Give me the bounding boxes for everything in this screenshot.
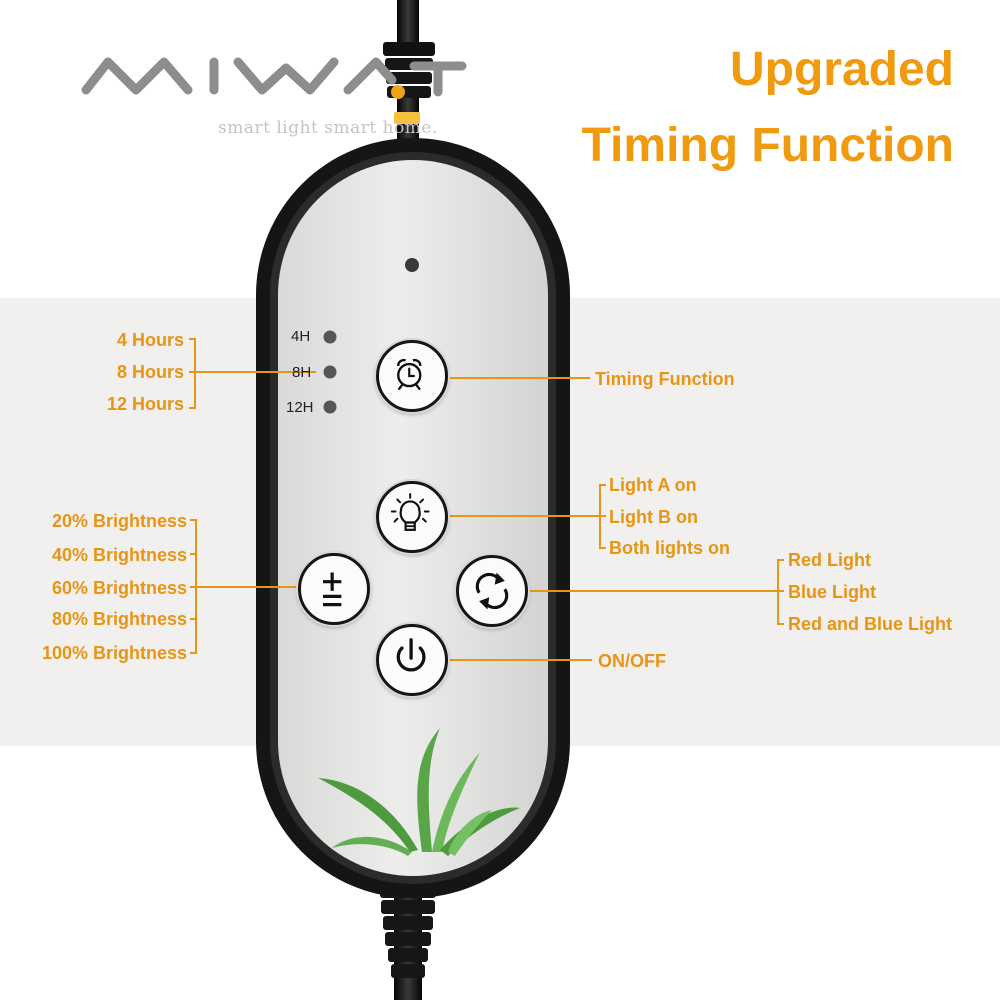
- status-led: [405, 258, 419, 272]
- alarm-clock-icon: [397, 358, 422, 391]
- timer-dot-label-4h: 4H: [291, 328, 311, 345]
- timer-dot-8h: [323, 365, 337, 379]
- brightness-button[interactable]: [298, 553, 370, 625]
- light-mode-button[interactable]: [376, 481, 448, 553]
- brand-logo: [81, 57, 467, 97]
- timer-dot-label-12h: 12H: [286, 399, 314, 416]
- label-light-a-on: Light A on: [609, 475, 697, 495]
- label-brightness-40: 40% Brightness: [51, 545, 187, 565]
- label-brightness-60: 60% Brightness: [51, 578, 187, 598]
- label-blue-light: Blue Light: [788, 582, 876, 602]
- timer-dot-12h: [323, 400, 337, 414]
- color-mode-button[interactable]: [456, 555, 528, 627]
- label-both-lights-on: Both lights on: [609, 538, 730, 558]
- label-red-light: Red Light: [788, 550, 871, 570]
- label-on-off: ON/OFF: [598, 651, 666, 671]
- label-brightness-20: 20% Brightness: [51, 511, 187, 531]
- headline-line-2: Timing Function: [581, 119, 954, 172]
- power-button[interactable]: [376, 624, 448, 696]
- label-8-hours: 8 Hours: [116, 362, 184, 382]
- timer-dot-label-8h: 8H: [292, 364, 312, 381]
- label-timing-function: Timing Function: [595, 369, 735, 389]
- headline-line-1: Upgraded: [729, 43, 954, 96]
- brand-tagline: smart light smart home.: [218, 118, 438, 138]
- plant-graphic: [318, 728, 520, 856]
- label-4-hours: 4 Hours: [116, 330, 184, 350]
- label-brightness-80: 80% Brightness: [51, 609, 187, 629]
- plus-minus-icon: [323, 572, 342, 607]
- cycle-arrows-icon: [475, 572, 509, 610]
- logo-dot: [391, 85, 405, 99]
- label-brightness-100: 100% Brightness: [41, 643, 187, 663]
- leader-lines: [189, 338, 784, 661]
- power-icon: [396, 638, 426, 672]
- light-bulb-icon: [390, 493, 430, 531]
- label-light-b-on: Light B on: [609, 507, 698, 527]
- label-12-hours: 12 Hours: [106, 394, 184, 414]
- timer-dot-4h: [323, 330, 337, 344]
- timer-button[interactable]: [376, 340, 448, 412]
- label-red-and-blue-light: Red and Blue Light: [788, 614, 952, 634]
